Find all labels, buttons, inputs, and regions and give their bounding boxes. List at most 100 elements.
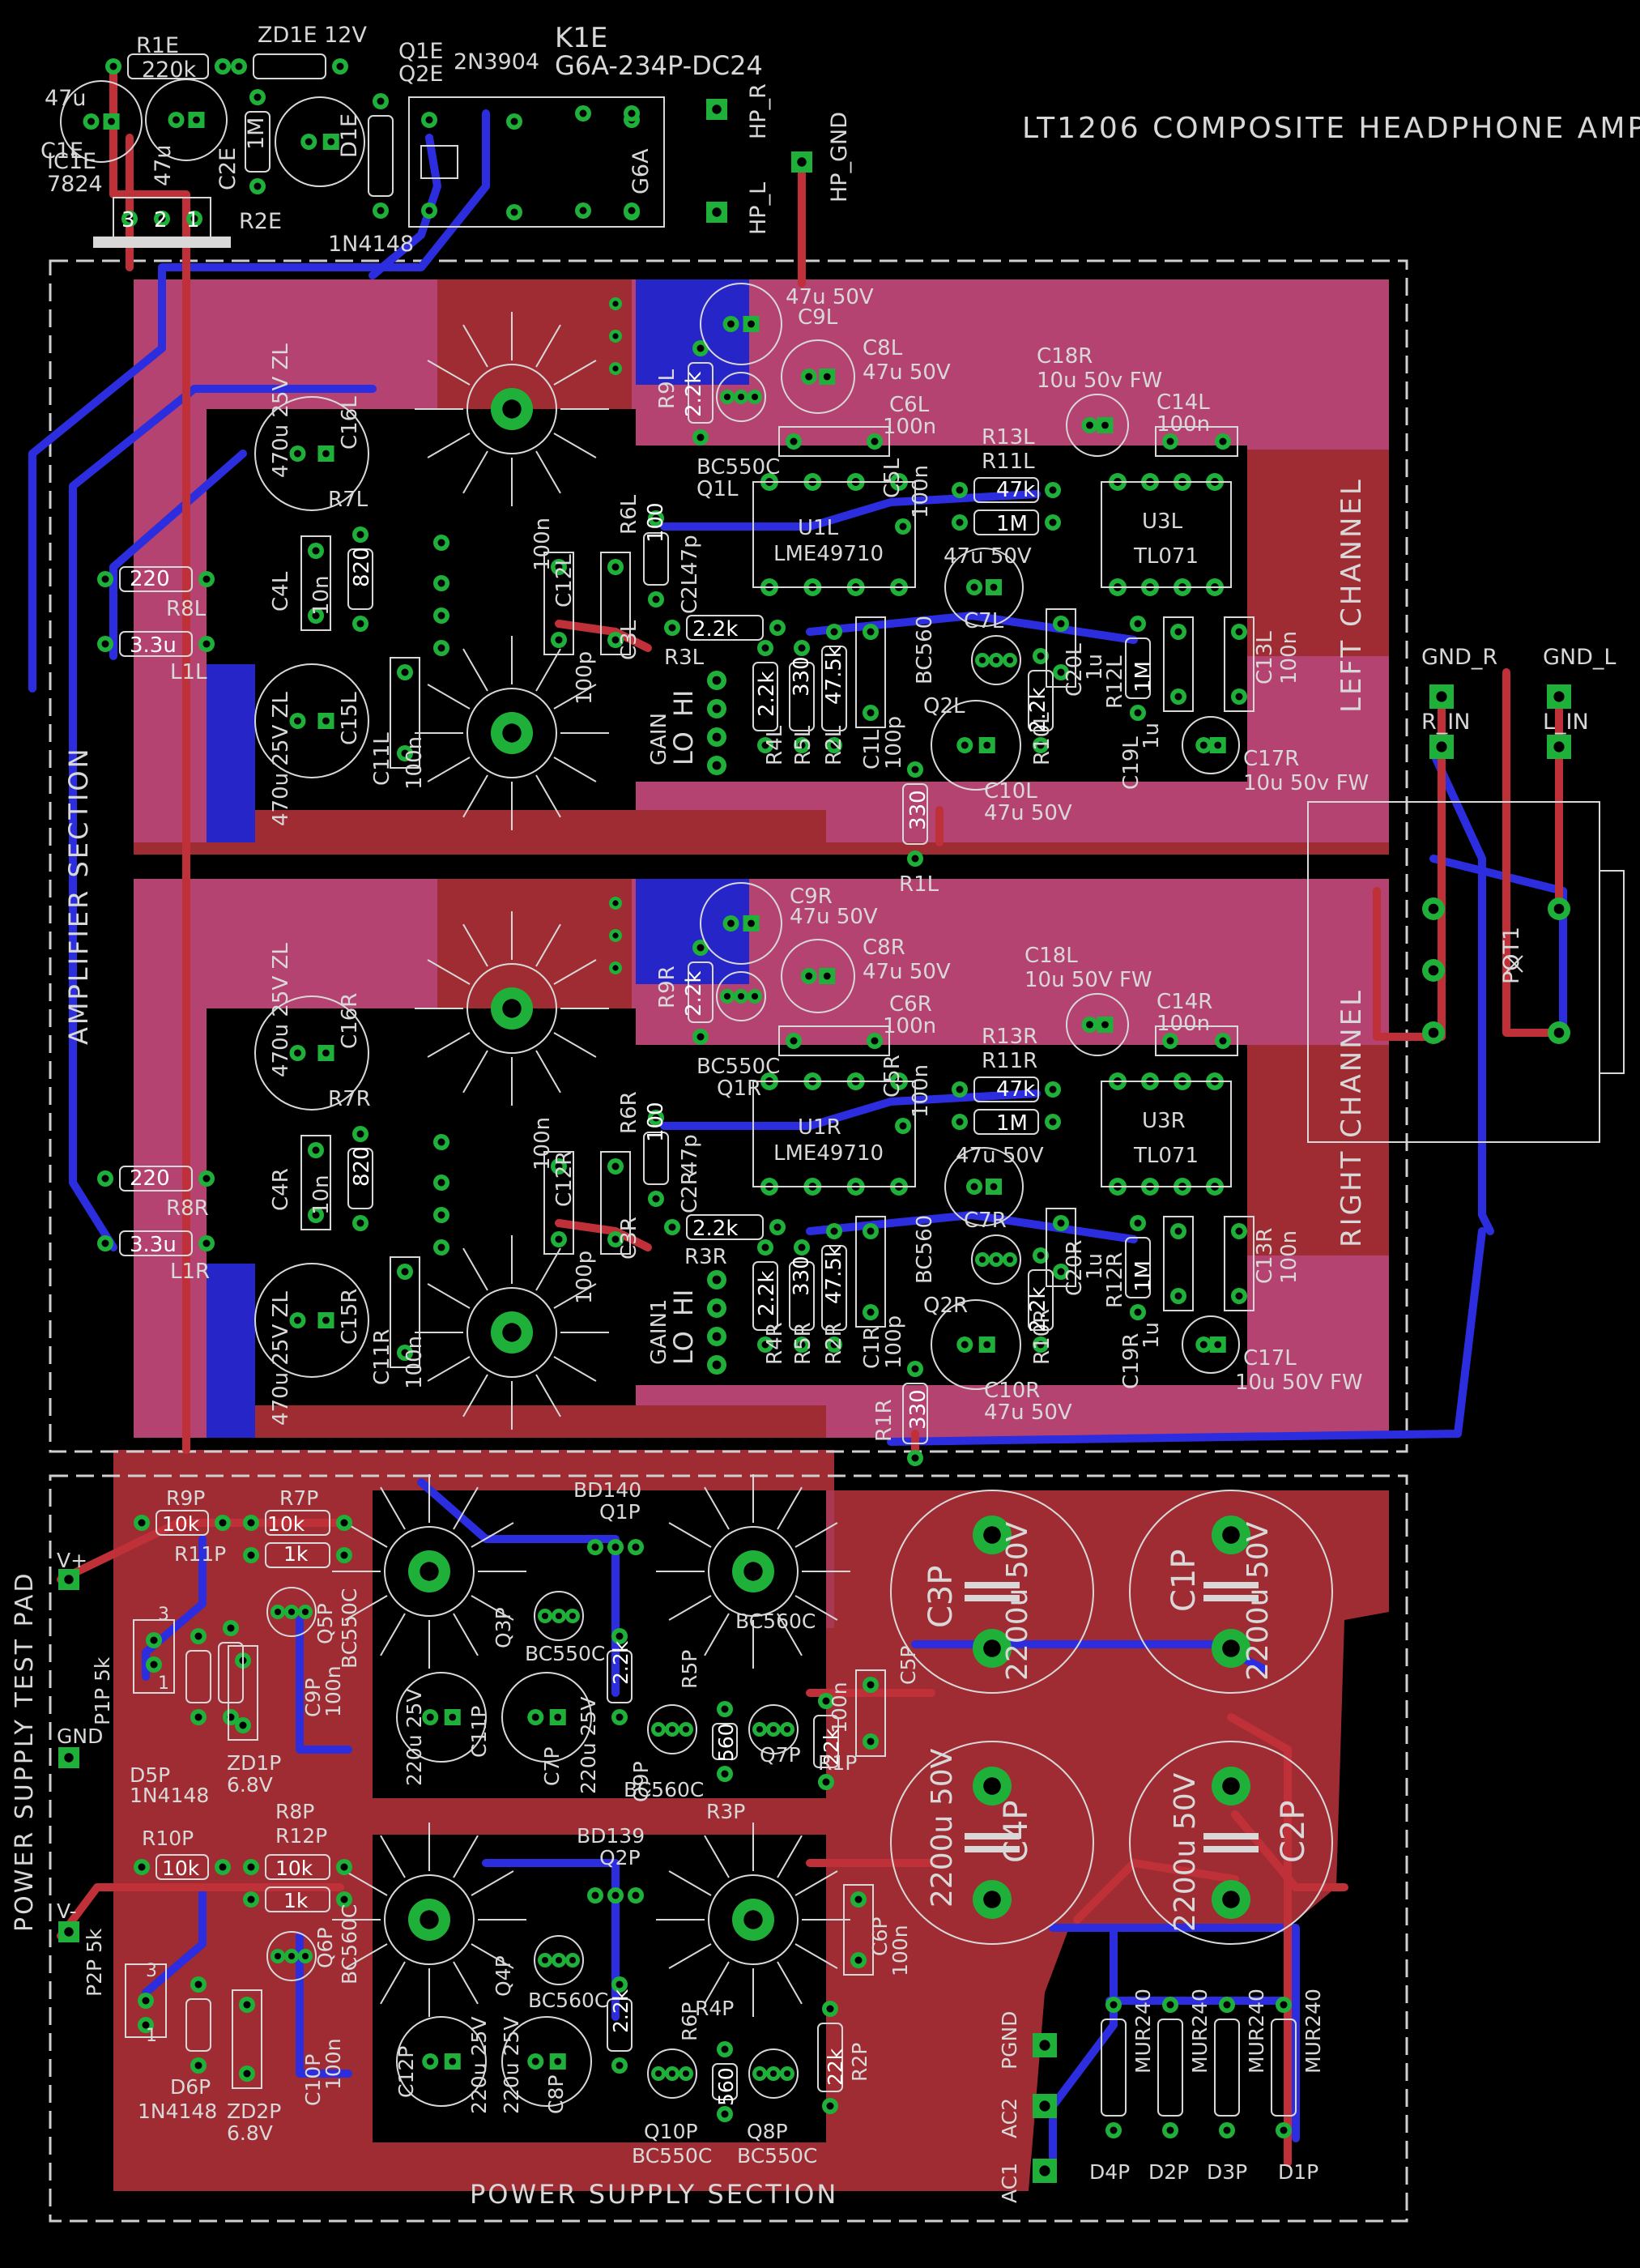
heatsink-fin — [704, 1486, 730, 1530]
l1l-ref: L1L — [170, 660, 207, 684]
resistor-outline — [253, 53, 326, 79]
drill-hole — [1086, 1021, 1093, 1029]
c6r-value: 100n — [883, 1014, 936, 1038]
transistor-outline — [534, 1591, 584, 1641]
vminus-label: V- — [57, 1899, 77, 1923]
c15r-value: 470u 25V ZL — [269, 1291, 293, 1426]
heatsink-fin — [668, 1943, 712, 1969]
drill-hole — [652, 595, 660, 603]
drill-hole — [867, 1681, 875, 1689]
drill-hole — [830, 741, 838, 749]
capacitor-outline — [300, 535, 331, 631]
drill-hole — [420, 1562, 439, 1581]
r4r-value: 2.2k — [755, 1271, 779, 1316]
drill-hole — [437, 539, 445, 547]
hp-r-label: HP_R — [746, 83, 771, 139]
r2e-value: 1M — [244, 117, 269, 150]
electrolytic-capacitor-outline — [1066, 394, 1129, 457]
drill-hole — [798, 1341, 806, 1349]
drill-hole — [247, 1895, 255, 1904]
ac1-label: AC1 — [998, 2163, 1021, 2203]
drill-hole — [992, 1256, 1000, 1264]
drill-hole — [108, 117, 115, 126]
r3l-ref: R3L — [664, 646, 705, 670]
drill-hole — [712, 1360, 722, 1370]
resistor-outline — [973, 509, 1039, 535]
drill-hole — [356, 1219, 364, 1227]
c8l-value: 47u 50V — [863, 360, 951, 385]
q4p-ref: Q4P — [492, 1955, 515, 1997]
heatsink-outline — [332, 1474, 526, 1669]
drill-hole — [64, 1575, 74, 1584]
c10l-ref: C10L — [984, 779, 1037, 804]
c14r-ref: C14R — [1157, 990, 1212, 1014]
c8l-ref: C8L — [863, 336, 903, 360]
drill-hole — [830, 1227, 838, 1235]
drill-hole — [769, 1725, 777, 1733]
bulk-capacitor-outline — [1129, 1490, 1333, 1694]
c2r-ref: C2R — [678, 1170, 702, 1213]
capacitor-outline — [1155, 426, 1238, 457]
c15l-ref: C15L — [338, 692, 362, 745]
r1p-ref: R1P — [818, 1751, 857, 1775]
drill-hole — [426, 1713, 434, 1721]
bulk-capacitor-plate — [1203, 1833, 1259, 1840]
drill-hole — [356, 531, 364, 539]
resistor-outline — [902, 1383, 928, 1444]
drill-hole — [437, 1138, 445, 1146]
c9p-value: 100n — [322, 1665, 345, 1717]
capacitor-outline — [543, 1151, 574, 1255]
drill-hole — [1280, 2001, 1288, 2009]
drill-hole — [867, 1737, 875, 1746]
capacitor-outline — [1046, 608, 1076, 688]
drill-hole — [1037, 741, 1045, 749]
resistor-outline — [185, 1650, 211, 1703]
heatsink-fin — [535, 648, 561, 692]
c6r-ref: C6R — [889, 992, 932, 1017]
resistor-outline — [1214, 2019, 1240, 2117]
drill-hole — [437, 644, 445, 652]
capacitor-outline — [855, 616, 886, 728]
drill-hole — [783, 2070, 791, 2078]
drill-hole — [101, 1239, 109, 1247]
heatsink-fin — [553, 757, 597, 782]
transistor-outline — [716, 372, 766, 422]
c16l-value: 470u 25V ZL — [269, 343, 293, 478]
drill-hole — [1223, 2001, 1231, 2009]
heatsink-body — [466, 963, 557, 1054]
drill-hole — [288, 1608, 296, 1616]
heatsink-fin — [794, 1870, 838, 1896]
drill-hole — [727, 919, 735, 927]
c12r-ref: C12R — [552, 1151, 577, 1207]
drill-hole — [1057, 620, 1065, 628]
trimmer-outline — [133, 1619, 175, 1694]
drill-hole — [1219, 1037, 1227, 1045]
r5p-value: 2.2k — [609, 1640, 633, 1685]
drill-hole — [202, 640, 211, 648]
r8p-ref: R8P — [275, 1800, 314, 1823]
q2e-ref: Q2E — [398, 62, 444, 87]
c11p-ref: C11P — [467, 1706, 491, 1758]
transistor-outline — [266, 1931, 317, 1981]
drill-hole — [150, 1636, 158, 1644]
r9l-value: 2.2k — [682, 372, 706, 417]
c7r-value: 47u 50V — [956, 1144, 1044, 1168]
heatsink-fin — [668, 1522, 712, 1548]
q4p-part: BC560C — [528, 1989, 608, 2012]
drill-hole — [790, 1037, 798, 1045]
drill-hole — [1134, 1219, 1142, 1227]
resistor-outline — [185, 1998, 211, 2052]
heatsink-body — [708, 1874, 799, 1965]
drill-hole — [611, 1162, 620, 1170]
drill-hole — [426, 2057, 434, 2066]
q10p-part: BC550C — [632, 2144, 712, 2168]
psu-labels: V+ GND V- R9P 10k R7P 10k R11P 1k Q5P BC… — [57, 1478, 1325, 2203]
r13r-value: 47k — [996, 1077, 1035, 1102]
c4r-ref: C4R — [269, 1168, 293, 1211]
drill-hole — [340, 1863, 348, 1871]
c5r-value: 100n — [909, 1064, 933, 1118]
electrolytic-capacitor-outline — [254, 396, 369, 511]
heatsink-body — [384, 1874, 475, 1965]
c8r-value: 47u 50V — [863, 960, 951, 984]
r2r-value: 47.5k — [822, 1245, 846, 1304]
